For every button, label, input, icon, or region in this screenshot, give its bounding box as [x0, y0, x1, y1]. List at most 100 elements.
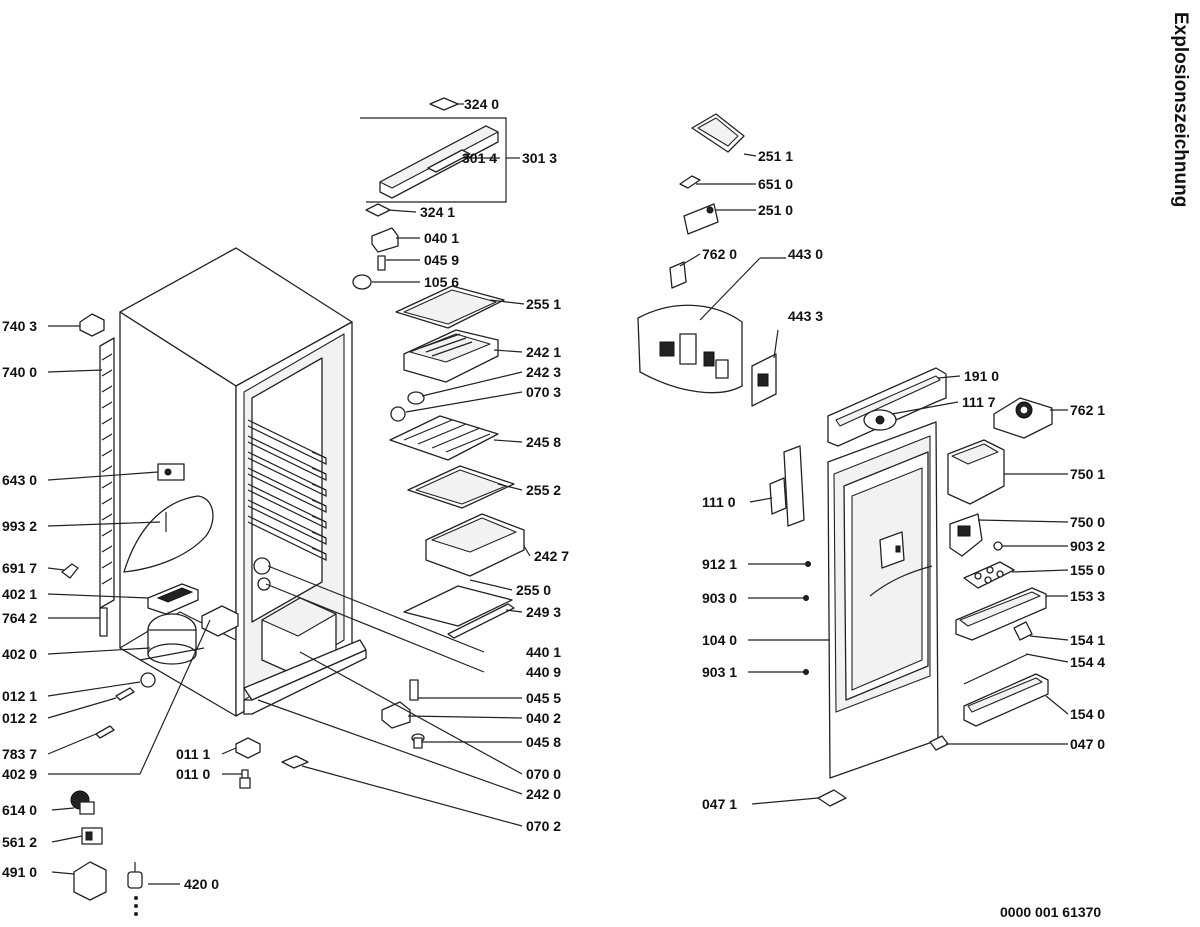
label-420-0: 420 0	[184, 876, 219, 892]
label-070-2: 070 2	[526, 818, 561, 834]
drawer-knob-part	[407, 391, 425, 405]
label-045-9: 045 9	[424, 252, 459, 268]
label-011-1: 011 1	[176, 746, 210, 762]
label-251-0: 251 0	[758, 202, 793, 218]
label-324-1: 324 1	[420, 204, 455, 220]
bracket-lower-part	[365, 203, 391, 217]
label-045-8: 045 8	[526, 734, 561, 750]
leader-lines	[47, 103, 1069, 885]
switch-part	[81, 827, 103, 845]
label-249-3: 249 3	[526, 604, 561, 620]
door-emblem-part	[863, 409, 897, 431]
label-012-1: 012 1	[2, 688, 37, 704]
label-402-0: 402 0	[2, 646, 37, 662]
glass-shelf-top-part	[395, 285, 505, 329]
label-750-0: 750 0	[1070, 514, 1105, 530]
door-gasket-part	[827, 367, 947, 447]
label-440-1: 440 1	[526, 644, 561, 660]
door-part	[827, 421, 939, 779]
label-242-0: 242 0	[526, 786, 561, 802]
label-324-0: 324 0	[464, 96, 499, 112]
egg-tray-part	[963, 561, 1015, 589]
label-245-8: 245 8	[526, 434, 561, 450]
title-vertical: Explosionszeichnung	[1170, 12, 1191, 207]
label-691-7: 691 7	[2, 560, 37, 576]
label-740-3: 740 3	[2, 318, 37, 334]
label-plate-part	[683, 203, 719, 235]
cap-part	[140, 672, 156, 688]
probe-part	[99, 607, 108, 637]
label-012-2: 012 2	[2, 710, 37, 726]
thermostat-part	[70, 790, 95, 815]
adjustable-foot-part	[239, 769, 251, 789]
label-255-2: 255 2	[526, 482, 561, 498]
screw-foot-part	[411, 733, 425, 749]
hinge-lower-part	[381, 701, 411, 729]
wire-shelf-part	[389, 415, 499, 461]
door-handle-part	[769, 445, 805, 527]
label-740-0: 740 0	[2, 364, 37, 380]
label-040-2: 040 2	[526, 710, 561, 726]
label-301-4: 301 4	[462, 150, 497, 166]
bushing-part	[352, 274, 372, 290]
label-255-1: 255 1	[526, 296, 561, 312]
label-643-0: 643 0	[2, 472, 37, 488]
screw-912-part	[805, 561, 811, 567]
label-154-1: 154 1	[1070, 632, 1105, 648]
foot-bracket-part	[235, 737, 261, 759]
evaporator-cover-part	[123, 495, 214, 573]
light-cover-part	[669, 261, 687, 289]
label-104-0: 104 0	[702, 632, 737, 648]
label-762-1: 762 1	[1070, 402, 1105, 418]
rear-panel	[99, 337, 115, 609]
screw-9030-part	[803, 595, 809, 601]
screw-knob-part	[390, 406, 406, 422]
shelf-clip-part	[1013, 621, 1033, 641]
compressor-part	[139, 613, 205, 665]
label-903-0: 903 0	[702, 590, 737, 606]
dryer-part	[95, 725, 115, 739]
label-070-0: 070 0	[526, 766, 561, 782]
label-491-0: 491 0	[2, 864, 37, 880]
crisper-drawer-part	[425, 513, 525, 577]
label-105-6: 105 6	[424, 274, 459, 290]
plate-part	[157, 463, 185, 481]
label-402-1: 402 1	[2, 586, 37, 602]
label-191-0: 191 0	[964, 368, 999, 384]
drawer-top-part	[403, 329, 499, 383]
label-561-2: 561 2	[2, 834, 37, 850]
label-251-1: 251 1	[758, 148, 793, 164]
switch-plate-part	[751, 353, 777, 407]
label-045-5: 045 5	[526, 690, 561, 706]
label-255-0: 255 0	[516, 582, 551, 598]
label-903-1: 903 1	[702, 664, 737, 680]
clip-part	[61, 563, 79, 579]
pin-upper-part	[377, 255, 386, 271]
part-number-labels: 324 0 301 4 301 3 324 1 040 1 045 9 105 …	[2, 96, 1105, 892]
trim-strip-part	[447, 603, 515, 639]
label-047-0: 047 0	[1070, 736, 1105, 752]
label-443-3: 443 3	[788, 308, 823, 324]
label-301-3: 301 3	[522, 150, 557, 166]
label-153-3: 153 3	[1070, 588, 1105, 604]
assembly-bracket-line	[360, 117, 507, 203]
housing-part	[73, 861, 107, 901]
label-614-0: 614 0	[2, 802, 37, 818]
label-111-7: 111 7	[962, 394, 996, 410]
door-shelf-lower-part	[963, 673, 1049, 727]
capacitor-part	[127, 862, 143, 916]
cover-strip-part	[427, 149, 471, 173]
water-tank-part	[947, 439, 1005, 505]
label-903-2: 903 2	[1070, 538, 1105, 554]
dispenser-unit-part	[949, 513, 983, 557]
label-111-0: 111 0	[702, 494, 736, 510]
label-242-3: 242 3	[526, 364, 561, 380]
label-154-4: 154 4	[1070, 654, 1105, 670]
label-154-0: 154 0	[1070, 706, 1105, 722]
label-750-1: 750 1	[1070, 466, 1105, 482]
label-155-0: 155 0	[1070, 562, 1105, 578]
screw-9031-part	[803, 669, 809, 675]
diagram-title: Explosionszeichnung	[1170, 12, 1191, 207]
label-070-3: 070 3	[526, 384, 561, 400]
